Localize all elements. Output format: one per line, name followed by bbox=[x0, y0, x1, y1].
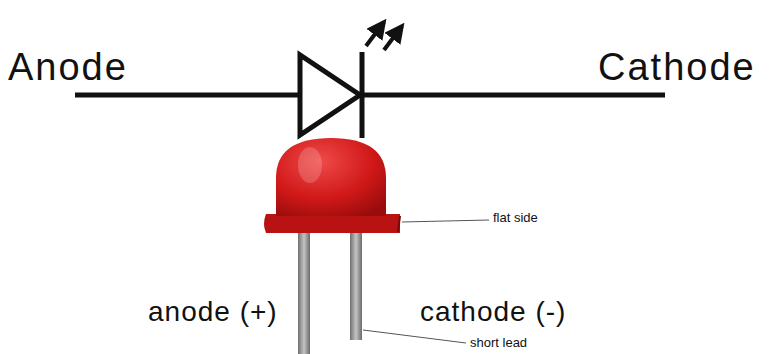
light-arrow bbox=[384, 26, 402, 50]
flat-edge bbox=[398, 216, 400, 232]
lead-name: anode (+) bbox=[148, 296, 278, 328]
led-flange bbox=[264, 214, 400, 233]
led-body bbox=[264, 138, 400, 354]
led-dome bbox=[276, 138, 386, 216]
cathode-wire bbox=[362, 93, 665, 98]
part-note: short lead bbox=[470, 336, 527, 351]
terminal-name: Anode bbox=[8, 46, 128, 90]
terminal-name: Cathode bbox=[598, 46, 756, 90]
leader-line bbox=[363, 330, 466, 343]
light-arrow bbox=[366, 22, 384, 46]
dome-highlight bbox=[298, 147, 322, 183]
anode-wire bbox=[75, 93, 300, 98]
diode-triangle bbox=[300, 55, 360, 135]
led-symbol bbox=[75, 22, 665, 138]
part-note: flat side bbox=[493, 211, 538, 226]
anode-lead bbox=[298, 228, 310, 354]
lead-name: cathode (-) bbox=[420, 296, 566, 328]
leader-line bbox=[402, 220, 489, 222]
cathode-lead bbox=[350, 228, 362, 340]
